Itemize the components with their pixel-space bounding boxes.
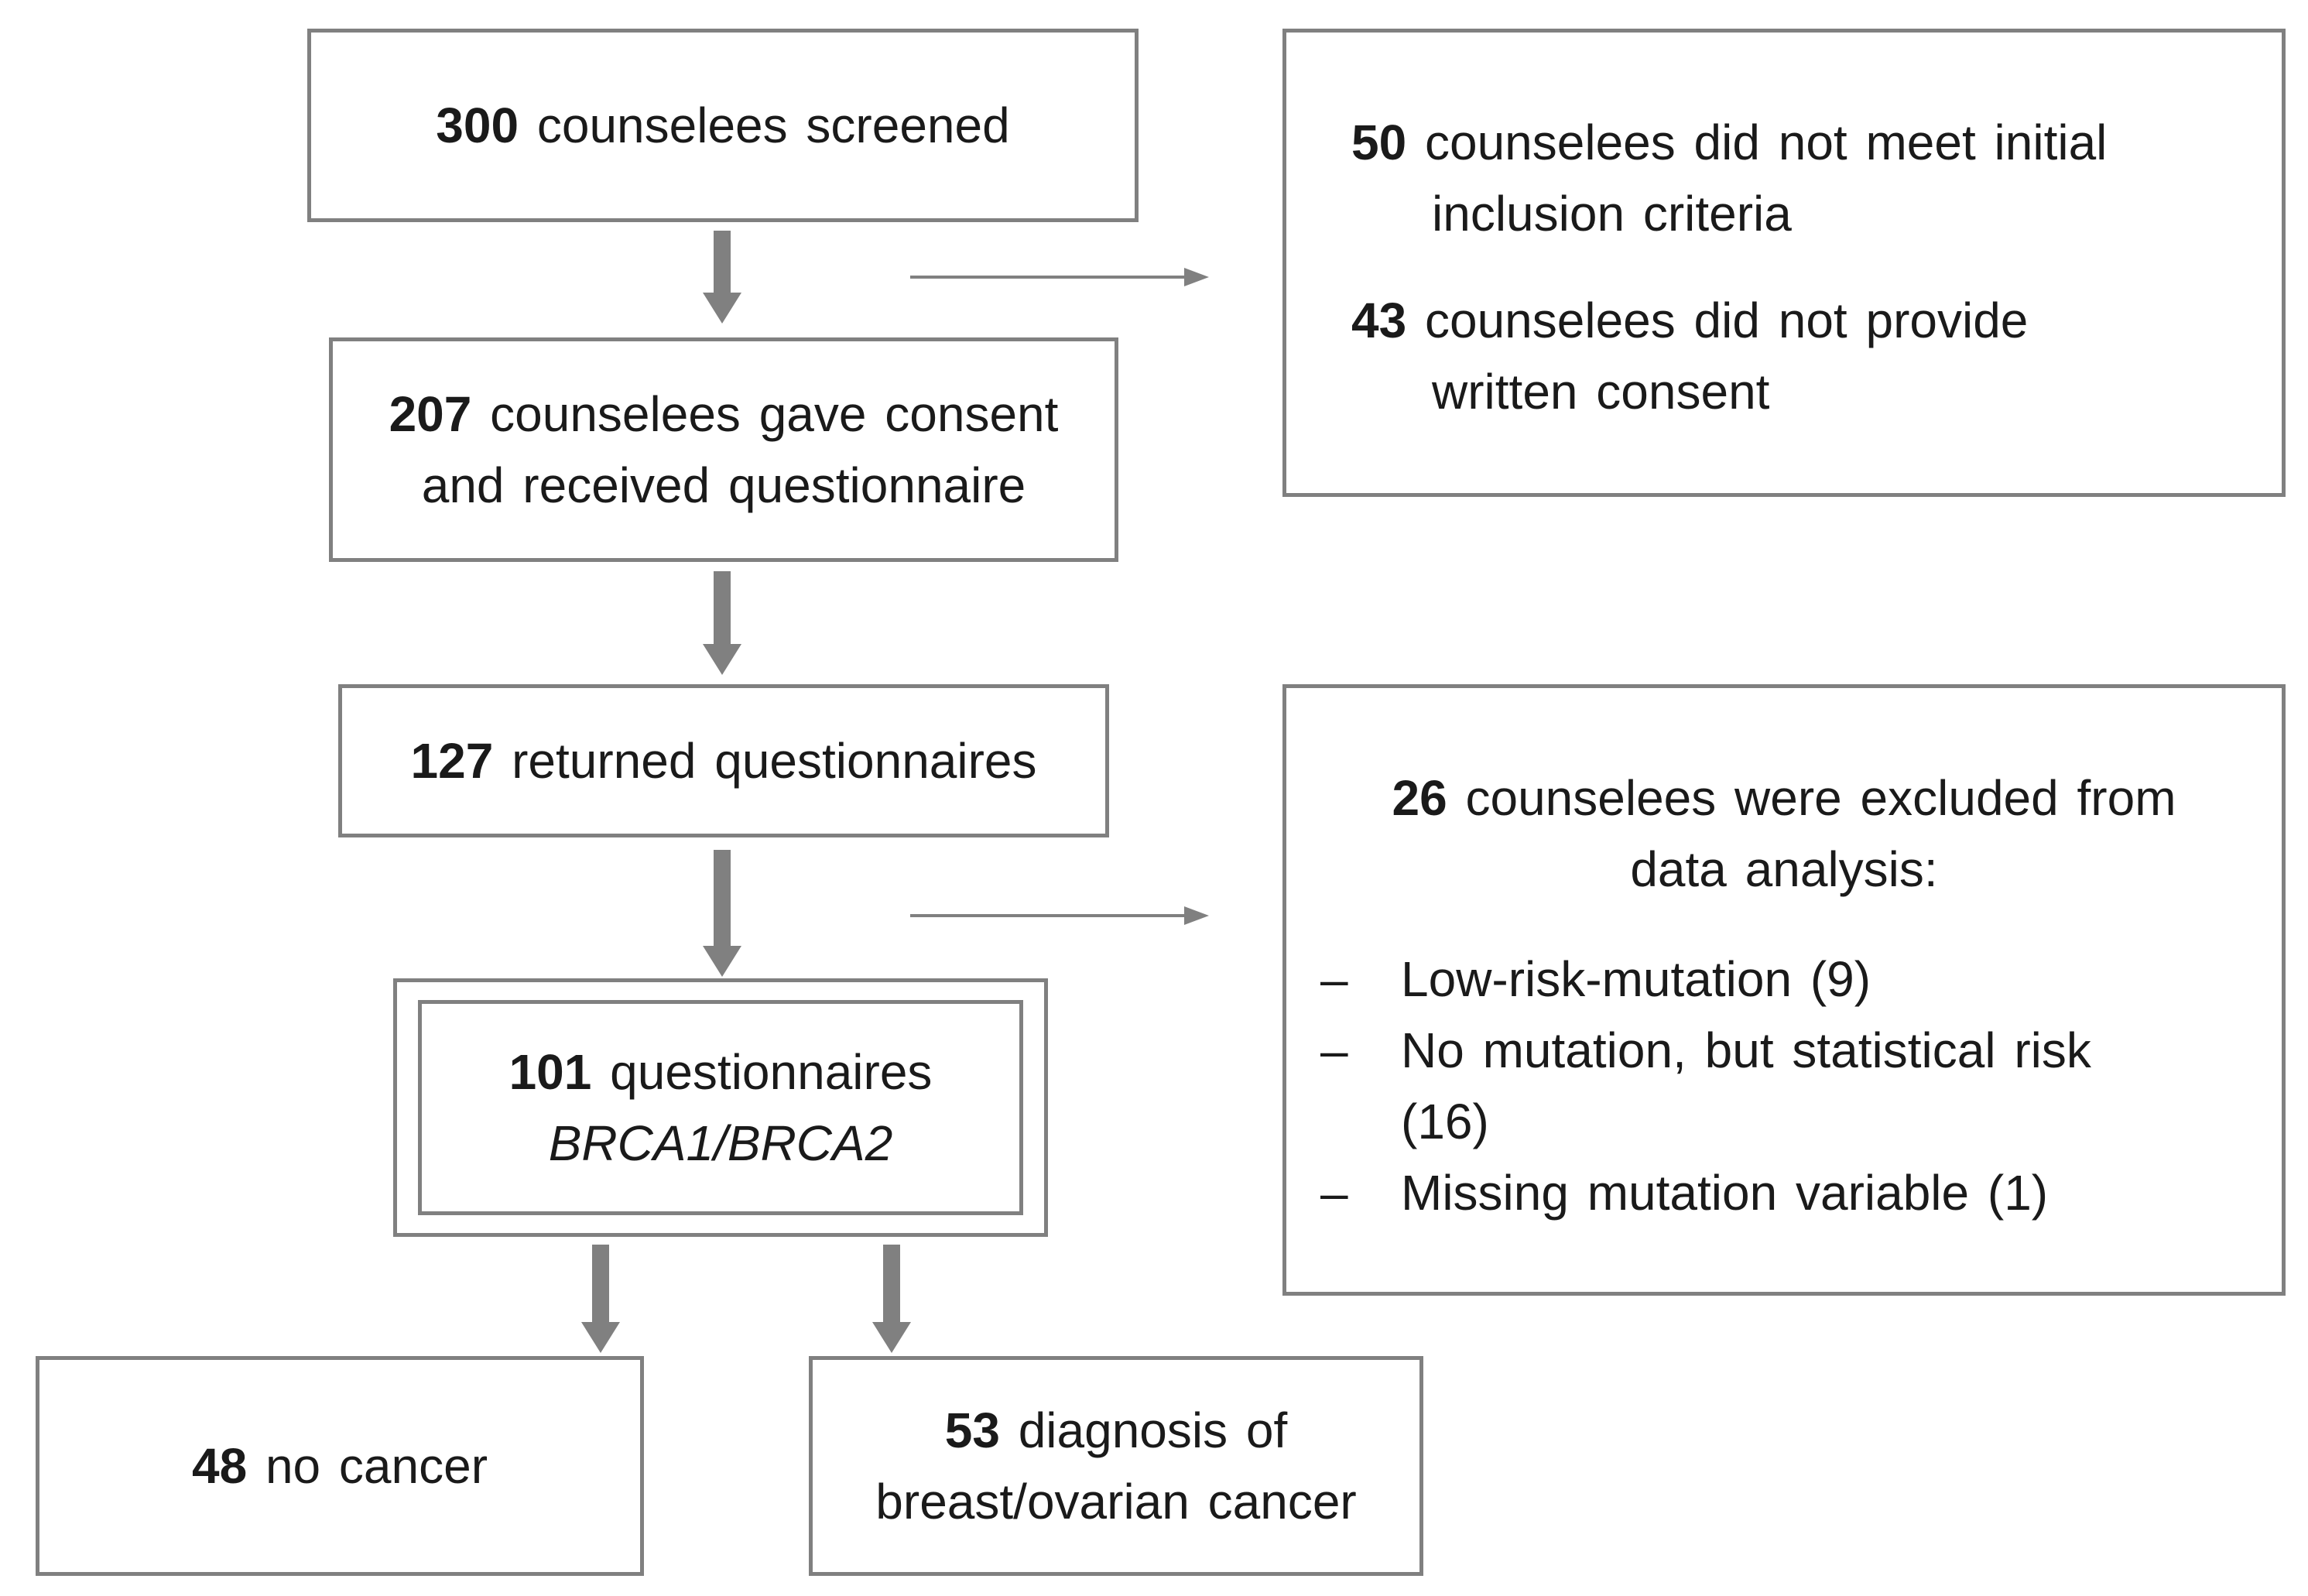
exclusion-item-consent: 43 counselees did not provide written co…	[1351, 285, 2028, 427]
box-cancer: 53 diagnosis of breast/ovarian cancer	[809, 1356, 1423, 1576]
exclusion-bottom-header: 26 counselees were excluded from data an…	[1286, 762, 2282, 905]
box-exclusion-bottom: 26 counselees were excluded from data an…	[1282, 684, 2286, 1296]
brca-count: 101	[509, 1044, 592, 1100]
box-consent-text: 207 counselees gave consent and received…	[389, 378, 1059, 521]
arrow-to-bottom-exclusion	[910, 906, 1209, 925]
consent-label-line2: and received questionnaire	[421, 457, 1026, 513]
no-mutation-label-line1: No mutation, but statistical risk	[1401, 1022, 2091, 1078]
no-cancer-label: no cancer	[265, 1438, 488, 1494]
returned-count: 127	[410, 733, 494, 789]
low-risk-label: Low-risk-mutation (9)	[1401, 951, 1871, 1007]
consent-excluded-count: 43	[1351, 293, 1407, 348]
no-mutation-label-line2: (16)	[1401, 1094, 1489, 1149]
consent-excluded-line1: counselees did not provide	[1424, 293, 2029, 348]
box-screened-text: 300 counselees screened	[436, 90, 1009, 161]
analysis-excluded-line1: counselees were excluded from	[1465, 770, 2176, 826]
arrow-to-top-exclusion	[910, 268, 1209, 286]
box-no-cancer: 48 no cancer	[36, 1356, 644, 1576]
arrow-brca-to-cancer	[872, 1245, 911, 1353]
exclusion-list-item-no-mutation: No mutation, but statistical risk (16)	[1401, 1015, 2091, 1157]
box-returned: 127 returned questionnaires	[338, 684, 1109, 837]
missing-mutation-label: Missing mutation variable (1)	[1401, 1165, 2049, 1221]
analysis-excluded-count: 26	[1392, 770, 1447, 826]
brca-label-line1: questionnaires	[610, 1044, 933, 1100]
consent-excluded-line2: written consent	[1432, 364, 1770, 420]
box-cancer-text: 53 diagnosis of breast/ovarian cancer	[875, 1395, 1356, 1537]
box-brca-text: 101 questionnaires BRCA1/BRCA2	[509, 1036, 933, 1179]
box-screened: 300 counselees screened	[307, 29, 1139, 222]
brca-genes-label: BRCA1/BRCA2	[548, 1115, 893, 1171]
cancer-label-line2: breast/ovarian cancer	[875, 1474, 1357, 1529]
cancer-label-line1: diagnosis of	[1018, 1402, 1288, 1458]
screened-label: counselees screened	[536, 98, 1010, 153]
exclusion-list-item-missing: Missing mutation variable (1)	[1401, 1157, 2048, 1228]
list-dash-1: –	[1320, 951, 1348, 1007]
inclusion-excluded-count: 50	[1351, 115, 1407, 170]
no-cancer-count: 48	[191, 1438, 248, 1494]
screened-count: 300	[436, 98, 519, 153]
box-consent: 207 counselees gave consent and received…	[329, 337, 1118, 562]
consent-count: 207	[389, 386, 472, 442]
inclusion-excluded-line2: inclusion criteria	[1432, 186, 1792, 241]
arrow-returned-to-brca	[703, 850, 741, 977]
box-brca: 101 questionnaires BRCA1/BRCA2	[418, 1000, 1023, 1215]
arrow-screened-to-consent	[703, 231, 741, 324]
exclusion-item-inclusion: 50 counselees did not meet initial inclu…	[1351, 107, 2107, 249]
box-no-cancer-text: 48 no cancer	[192, 1430, 488, 1502]
box-exclusion-top: 50 counselees did not meet initial inclu…	[1282, 29, 2286, 497]
arrow-brca-to-no-cancer	[581, 1245, 620, 1353]
list-dash-3: –	[1320, 1165, 1348, 1221]
arrow-consent-to-returned	[703, 571, 741, 675]
inclusion-excluded-line1: counselees did not meet initial	[1424, 115, 2108, 170]
analysis-excluded-line2: data analysis:	[1630, 841, 1938, 897]
box-returned-text: 127 returned questionnaires	[411, 725, 1037, 796]
list-dash-2: –	[1320, 1022, 1348, 1078]
consent-label-line1: counselees gave consent	[490, 386, 1059, 442]
exclusion-list-item-low-risk: Low-risk-mutation (9)	[1401, 944, 1871, 1015]
cancer-count: 53	[944, 1402, 1000, 1458]
returned-label: returned questionnaires	[512, 733, 1037, 789]
